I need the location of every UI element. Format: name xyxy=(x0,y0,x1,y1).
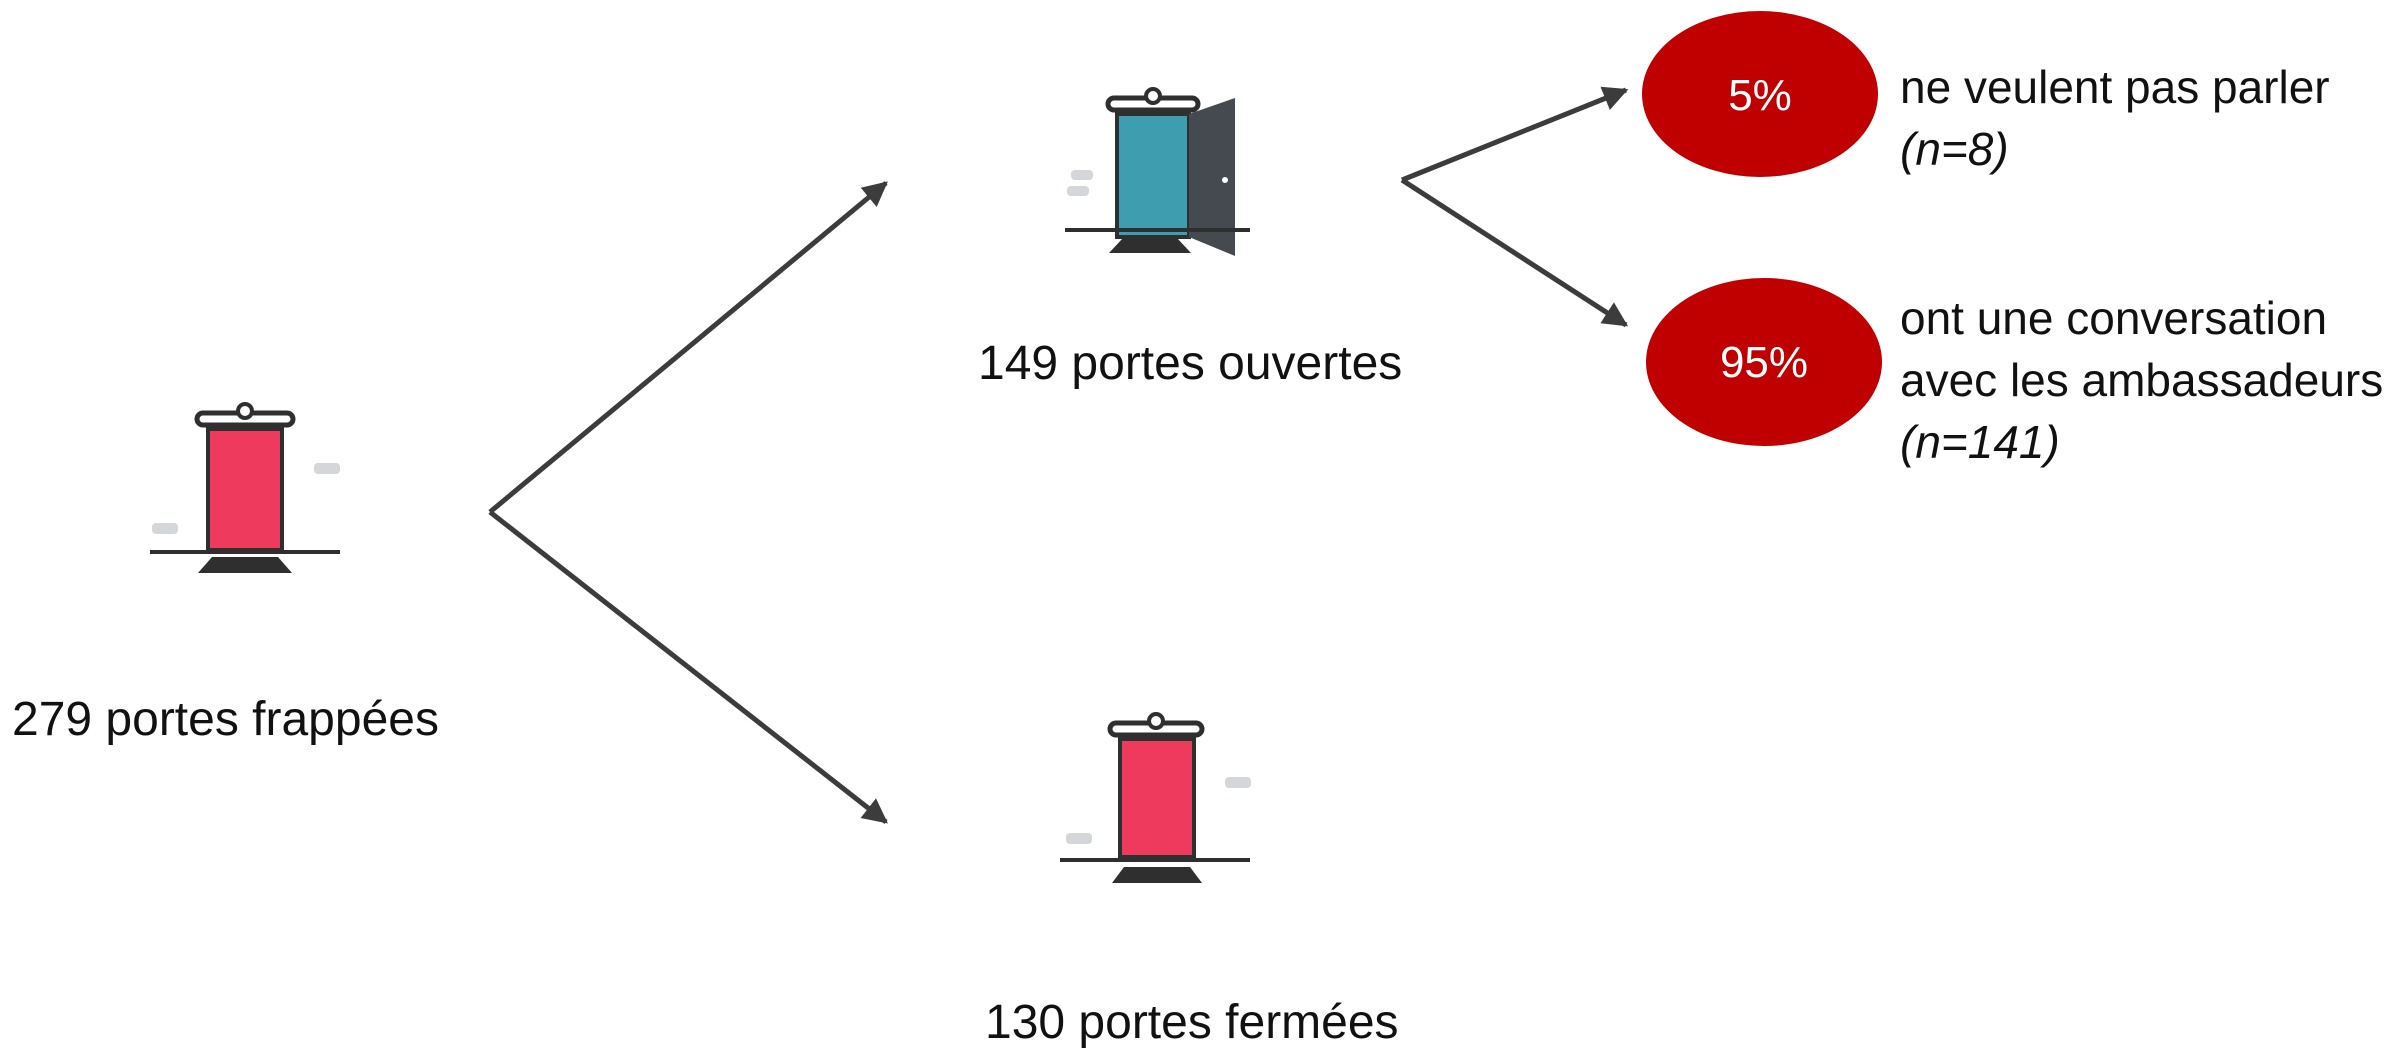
percent-label: 5% xyxy=(1728,71,1792,120)
percent-ellipse xyxy=(1642,11,1878,177)
closed-door-icon xyxy=(150,402,340,585)
outcome-count: (n=8) xyxy=(1900,123,2009,175)
percent-label: 95% xyxy=(1720,338,1808,387)
outcome-note-converse: ont une conversation avec les ambassadeu… xyxy=(1900,287,2383,473)
arrow-to-refuse xyxy=(1401,86,1629,183)
root-node-label: 279 portes frappées xyxy=(12,693,439,746)
outcome-text: avec les ambassadeurs xyxy=(1900,354,2384,406)
arrow-to-closed xyxy=(488,510,888,824)
arrow-to-open xyxy=(488,181,888,514)
percent-ellipse xyxy=(1646,278,1882,446)
outcome-text: ne veulent pas parler xyxy=(1900,61,2330,113)
open-node-label: 149 portes ouvertes xyxy=(978,337,1403,390)
outcome-count: (n=141) xyxy=(1900,416,2060,468)
outcome-note-refuse: ne veulent pas parler (n=8) xyxy=(1900,56,2330,180)
arrow-to-converse xyxy=(1400,177,1629,328)
closed-node-label: 130 portes fermées xyxy=(985,996,1399,1049)
open-door-icon xyxy=(1065,87,1265,270)
closed-door-icon xyxy=(1060,712,1260,895)
outcome-text: ont une conversation xyxy=(1900,292,2328,344)
